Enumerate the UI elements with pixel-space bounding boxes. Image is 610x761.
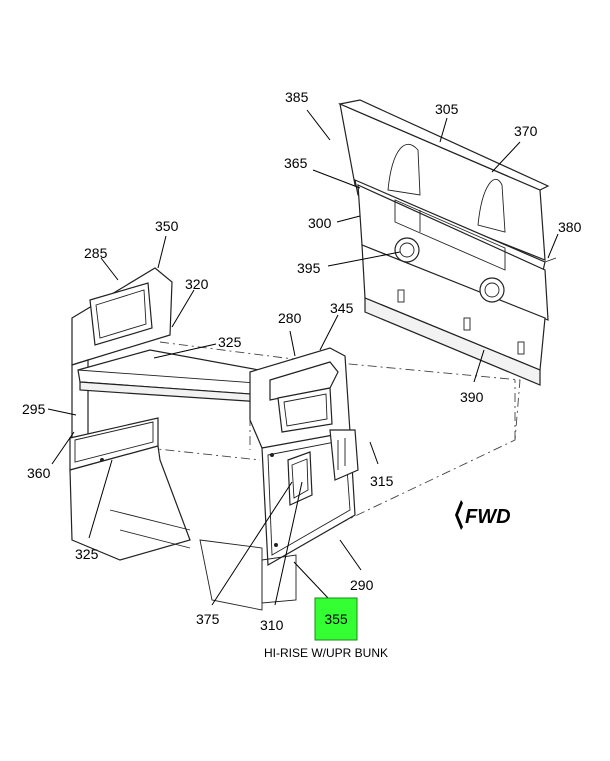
callout-390: 390 (460, 389, 484, 405)
callout-365: 365 (284, 155, 308, 171)
callout-375: 375 (196, 611, 220, 627)
callout-385: 385 (285, 89, 309, 105)
callout-380: 380 (558, 219, 582, 235)
callout-370: 370 (514, 123, 538, 139)
highlight-box (314, 597, 358, 641)
callout-395: 395 (297, 260, 321, 276)
highlighted-part-355[interactable]: 355 (314, 597, 358, 641)
right-cabinet-assembly (249, 347, 359, 604)
callout-310: 310 (260, 617, 284, 633)
dash-outline (79, 341, 521, 529)
callout-350: 350 (155, 218, 179, 234)
rear-wall-assembly (337, 99, 557, 386)
callout-320: 320 (185, 276, 209, 292)
callout-290: 290 (350, 577, 374, 593)
callout-280: 280 (278, 310, 302, 326)
callout-305: 305 (435, 101, 459, 117)
callouts: 385 305 370 365 300 380 395 390 350 285 … (22, 89, 582, 633)
callout-355: 355 (324, 611, 348, 627)
callout-345: 345 (330, 300, 354, 316)
callout-295: 295 (22, 401, 46, 417)
leader-lines (47, 109, 559, 606)
fwd-indicator: FWD (455, 500, 511, 530)
left-bunk-assembly (69, 267, 271, 611)
callout-325-upper: 325 (218, 334, 242, 350)
diagram-caption: HI-RISE W/UPR BUNK (264, 646, 388, 660)
callout-300: 300 (308, 215, 332, 231)
callout-285: 285 (84, 245, 108, 261)
fwd-label: FWD (465, 506, 511, 528)
callout-315: 315 (370, 473, 394, 489)
callout-325-lower: 325 (75, 546, 99, 562)
callout-360: 360 (27, 465, 51, 481)
fwd-arrow-icon (455, 500, 463, 530)
